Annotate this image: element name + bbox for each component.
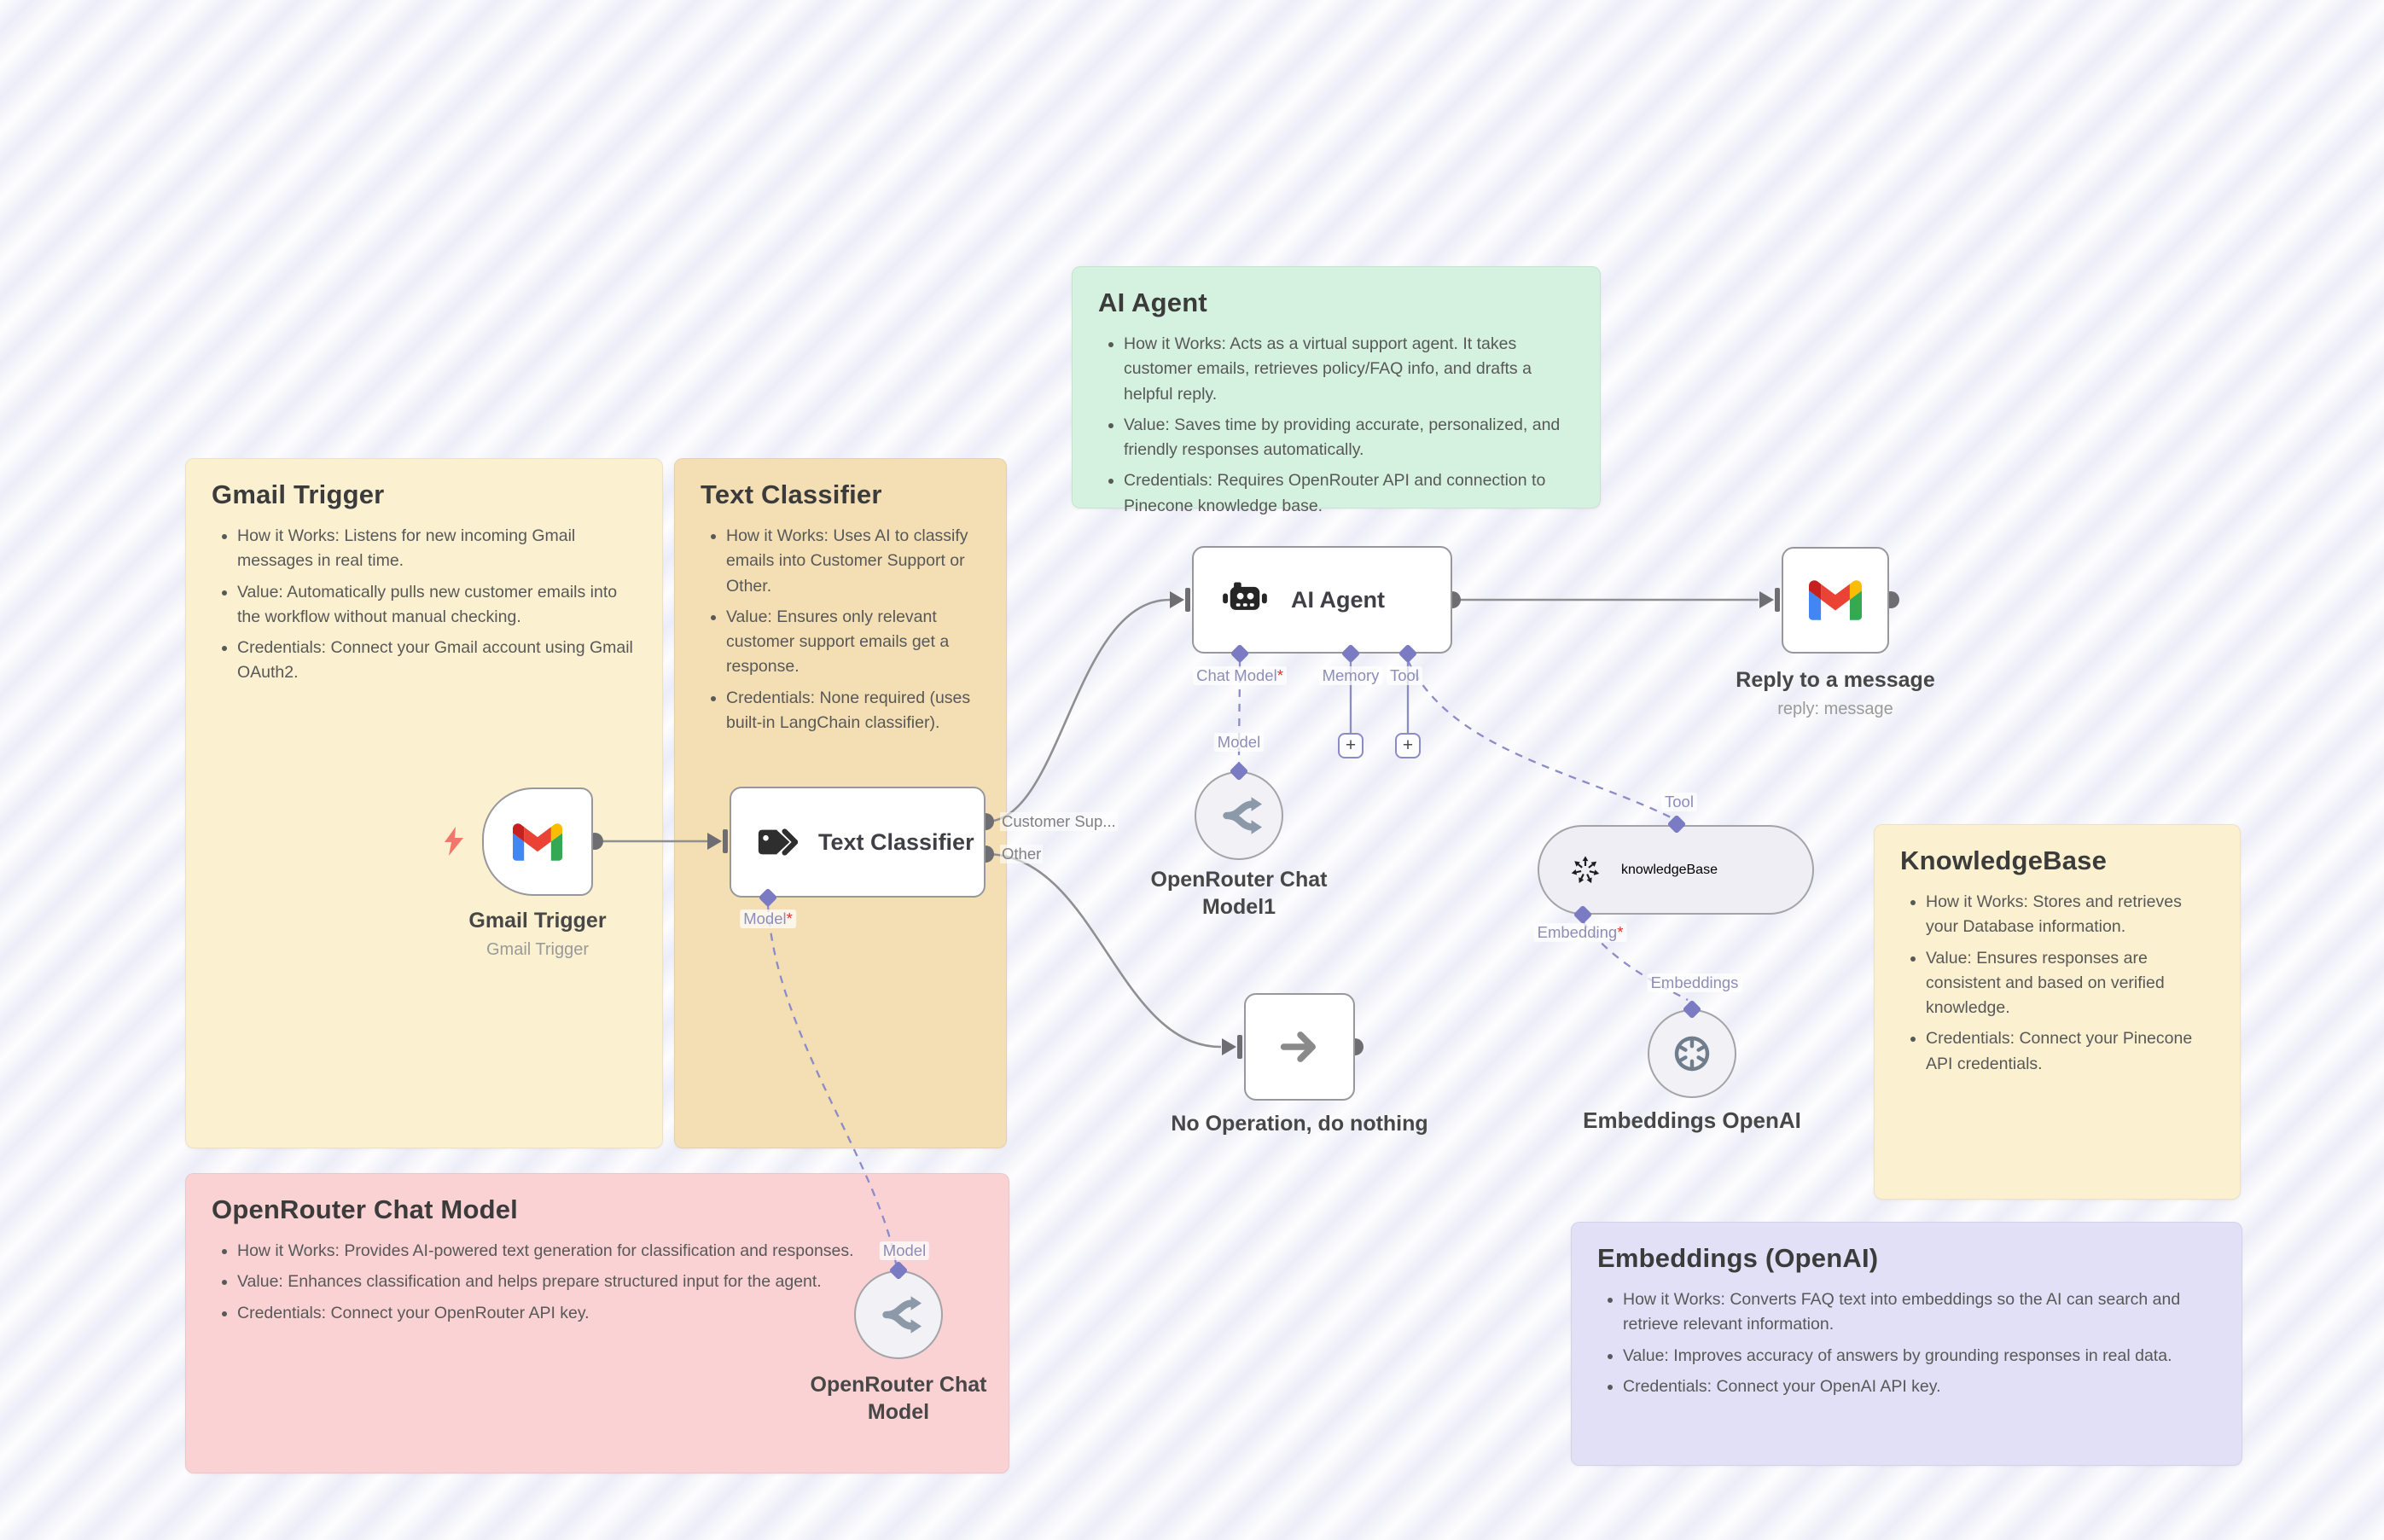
node-gmail-trigger[interactable] [482, 787, 593, 896]
sticky-bullet-list: How it Works: Converts FAQ text into emb… [1597, 1287, 2216, 1399]
wire-classifier-to-openrouter-model[interactable] [766, 904, 898, 1264]
sticky-note-embeddings-openai[interactable]: Embeddings (OpenAI) How it Works: Conver… [1571, 1222, 2242, 1466]
node-no-operation[interactable] [1244, 993, 1355, 1101]
input-port-ai-agent[interactable] [1170, 588, 1190, 612]
sticky-bullet: How it Works: Provides AI-powered text g… [237, 1239, 983, 1264]
sticky-bullet-list: How it Works: Stores and retrieves your … [1900, 890, 2214, 1077]
sticky-bullet: How it Works: Listens for new incoming G… [237, 524, 637, 574]
port-label-knowledgebase-tool: Tool [1661, 793, 1697, 811]
wire-agent-tool-to-knowledgebase[interactable] [1406, 660, 1672, 819]
wire-classifier-other-to-noop[interactable] [985, 852, 1222, 1049]
sticky-bullet: Value: Improves accuracy of answers by g… [1623, 1344, 2216, 1369]
port-label-classifier-model: Model* [740, 909, 796, 928]
required-marker: * [1617, 923, 1624, 941]
input-port-text-classifier[interactable] [707, 829, 728, 853]
node-title-gmail-trigger: Gmail Trigger Gmail Trigger [397, 908, 678, 961]
node-reply-to-message[interactable] [1782, 547, 1889, 654]
output-label-customer-support: Customer Sup... [1000, 812, 1118, 831]
node-knowledgebase[interactable]: knowledgeBase [1538, 825, 1814, 915]
node-subtitle-text: reply: message [1777, 699, 1893, 718]
sticky-title: OpenRouter Chat Model [212, 1194, 518, 1224]
sticky-bullet: Value: Automatically pulls new customer … [237, 580, 637, 631]
sticky-bullet: Value: Saves time by providing accurate,… [1124, 413, 1574, 463]
sticky-title: Gmail Trigger [212, 479, 385, 509]
wire-classifier-customer-to-agent[interactable] [985, 598, 1171, 823]
sticky-bullet: Credentials: None required (uses built-i… [726, 686, 980, 736]
required-marker: * [786, 909, 793, 927]
wire-agent-to-chat-model[interactable] [1237, 660, 1241, 765]
sticky-bullet: Credentials: Connect your OpenRouter API… [237, 1301, 983, 1326]
sticky-note-ai-agent[interactable]: AI Agent How it Works: Acts as a virtual… [1072, 266, 1601, 515]
sticky-bullet: How it Works: Acts as a virtual support … [1124, 332, 1574, 407]
openrouter-icon [1223, 797, 1262, 834]
node-label-text: knowledgeBase [1621, 862, 1718, 877]
node-title-openrouter1: OpenRouter Chat Model1 [1150, 868, 1328, 919]
arrow-right-icon [1280, 1032, 1316, 1062]
add-memory-button[interactable]: + [1338, 733, 1364, 758]
node-title-embeddings-openai: Embeddings OpenAI [1583, 1107, 1801, 1133]
sticky-bullet: How it Works: Uses AI to classify emails… [726, 524, 980, 599]
port-label-memory: Memory [1318, 666, 1383, 685]
sticky-bullet: Credentials: Requires OpenRouter API and… [1124, 468, 1574, 519]
output-label-other: Other [1000, 845, 1044, 863]
add-tool-button[interactable]: + [1395, 733, 1421, 758]
port-label-tool: Tool [1387, 666, 1422, 685]
node-subtitle-text: Gmail Trigger [486, 939, 590, 959]
node-title-text: Gmail Trigger [468, 909, 607, 933]
sticky-bullet: Value: Enhances classification and helps… [237, 1270, 983, 1294]
sticky-title: AI Agent [1098, 288, 1207, 317]
required-marker: * [1276, 666, 1283, 684]
sticky-title: Embeddings (OpenAI) [1597, 1243, 1879, 1273]
node-embeddings-openai[interactable] [1648, 1009, 1736, 1098]
sticky-bullet: Value: Ensures responses are consistent … [1926, 946, 2214, 1021]
sticky-title: KnowledgeBase [1900, 846, 2108, 875]
gmail-icon [513, 822, 562, 861]
gmail-icon [1809, 580, 1862, 620]
port-label-embeddings: Embeddings [1647, 973, 1742, 992]
port-label-text: Embedding [1537, 923, 1618, 941]
sticky-bullet-list: How it Works: Acts as a virtual support … [1098, 332, 1574, 519]
node-title-noop: No Operation, do nothing [1171, 1112, 1428, 1136]
node-label-text: Text Classifier [818, 828, 974, 855]
sticky-bullet-list: How it Works: Listens for new incoming G… [212, 524, 637, 686]
sticky-note-knowledgebase[interactable]: KnowledgeBase How it Works: Stores and r… [1874, 824, 2241, 1200]
node-text-classifier[interactable]: Text Classifier [730, 787, 986, 898]
trigger-bolt-icon [445, 827, 463, 856]
node-title-reply: Reply to a message reply: message [1703, 667, 1968, 720]
port-label-openrouter-model: Model [879, 1241, 930, 1260]
input-port-noop[interactable] [1222, 1035, 1242, 1059]
node-title-text: Reply to a message [1736, 668, 1935, 692]
tag-classifier-icon [758, 828, 798, 856]
sticky-bullet: How it Works: Stores and retrieves your … [1926, 890, 2214, 940]
sticky-bullet: How it Works: Converts FAQ text into emb… [1623, 1287, 2216, 1338]
sticky-bullet: Credentials: Connect your OpenAI API key… [1623, 1374, 2216, 1399]
node-label-text: AI Agent [1291, 586, 1385, 613]
robot-icon [1223, 582, 1267, 610]
openrouter-icon [882, 1296, 922, 1334]
node-openrouter-chat-model[interactable] [854, 1270, 943, 1359]
port-label-knowledgebase-embedding: Embedding* [1533, 923, 1627, 942]
node-ai-agent[interactable]: AI Agent [1192, 546, 1452, 654]
port-label-text: Chat Model [1196, 666, 1277, 684]
openai-icon [1674, 1036, 1710, 1072]
input-port-reply[interactable] [1759, 588, 1780, 612]
port-label-openrouter1-model: Model [1213, 733, 1265, 752]
sticky-bullet: Credentials: Connect your Gmail account … [237, 636, 637, 686]
port-label-text: Model [743, 909, 787, 927]
sticky-bullet: Value: Ensures only relevant customer su… [726, 605, 980, 680]
sticky-bullet: Credentials: Connect your Pinecone API c… [1926, 1026, 2214, 1077]
pinecone-icon [1571, 855, 1600, 883]
node-openrouter-chat-model1[interactable] [1195, 771, 1283, 860]
node-title-openrouter: OpenRouter Chat Model [810, 1373, 987, 1424]
sticky-bullet-list: How it Works: Uses AI to classify emails… [701, 524, 980, 735]
sticky-bullet-list: How it Works: Provides AI-powered text g… [212, 1239, 983, 1326]
port-label-chat-model: Chat Model* [1193, 666, 1287, 685]
sticky-title: Text Classifier [701, 479, 882, 509]
